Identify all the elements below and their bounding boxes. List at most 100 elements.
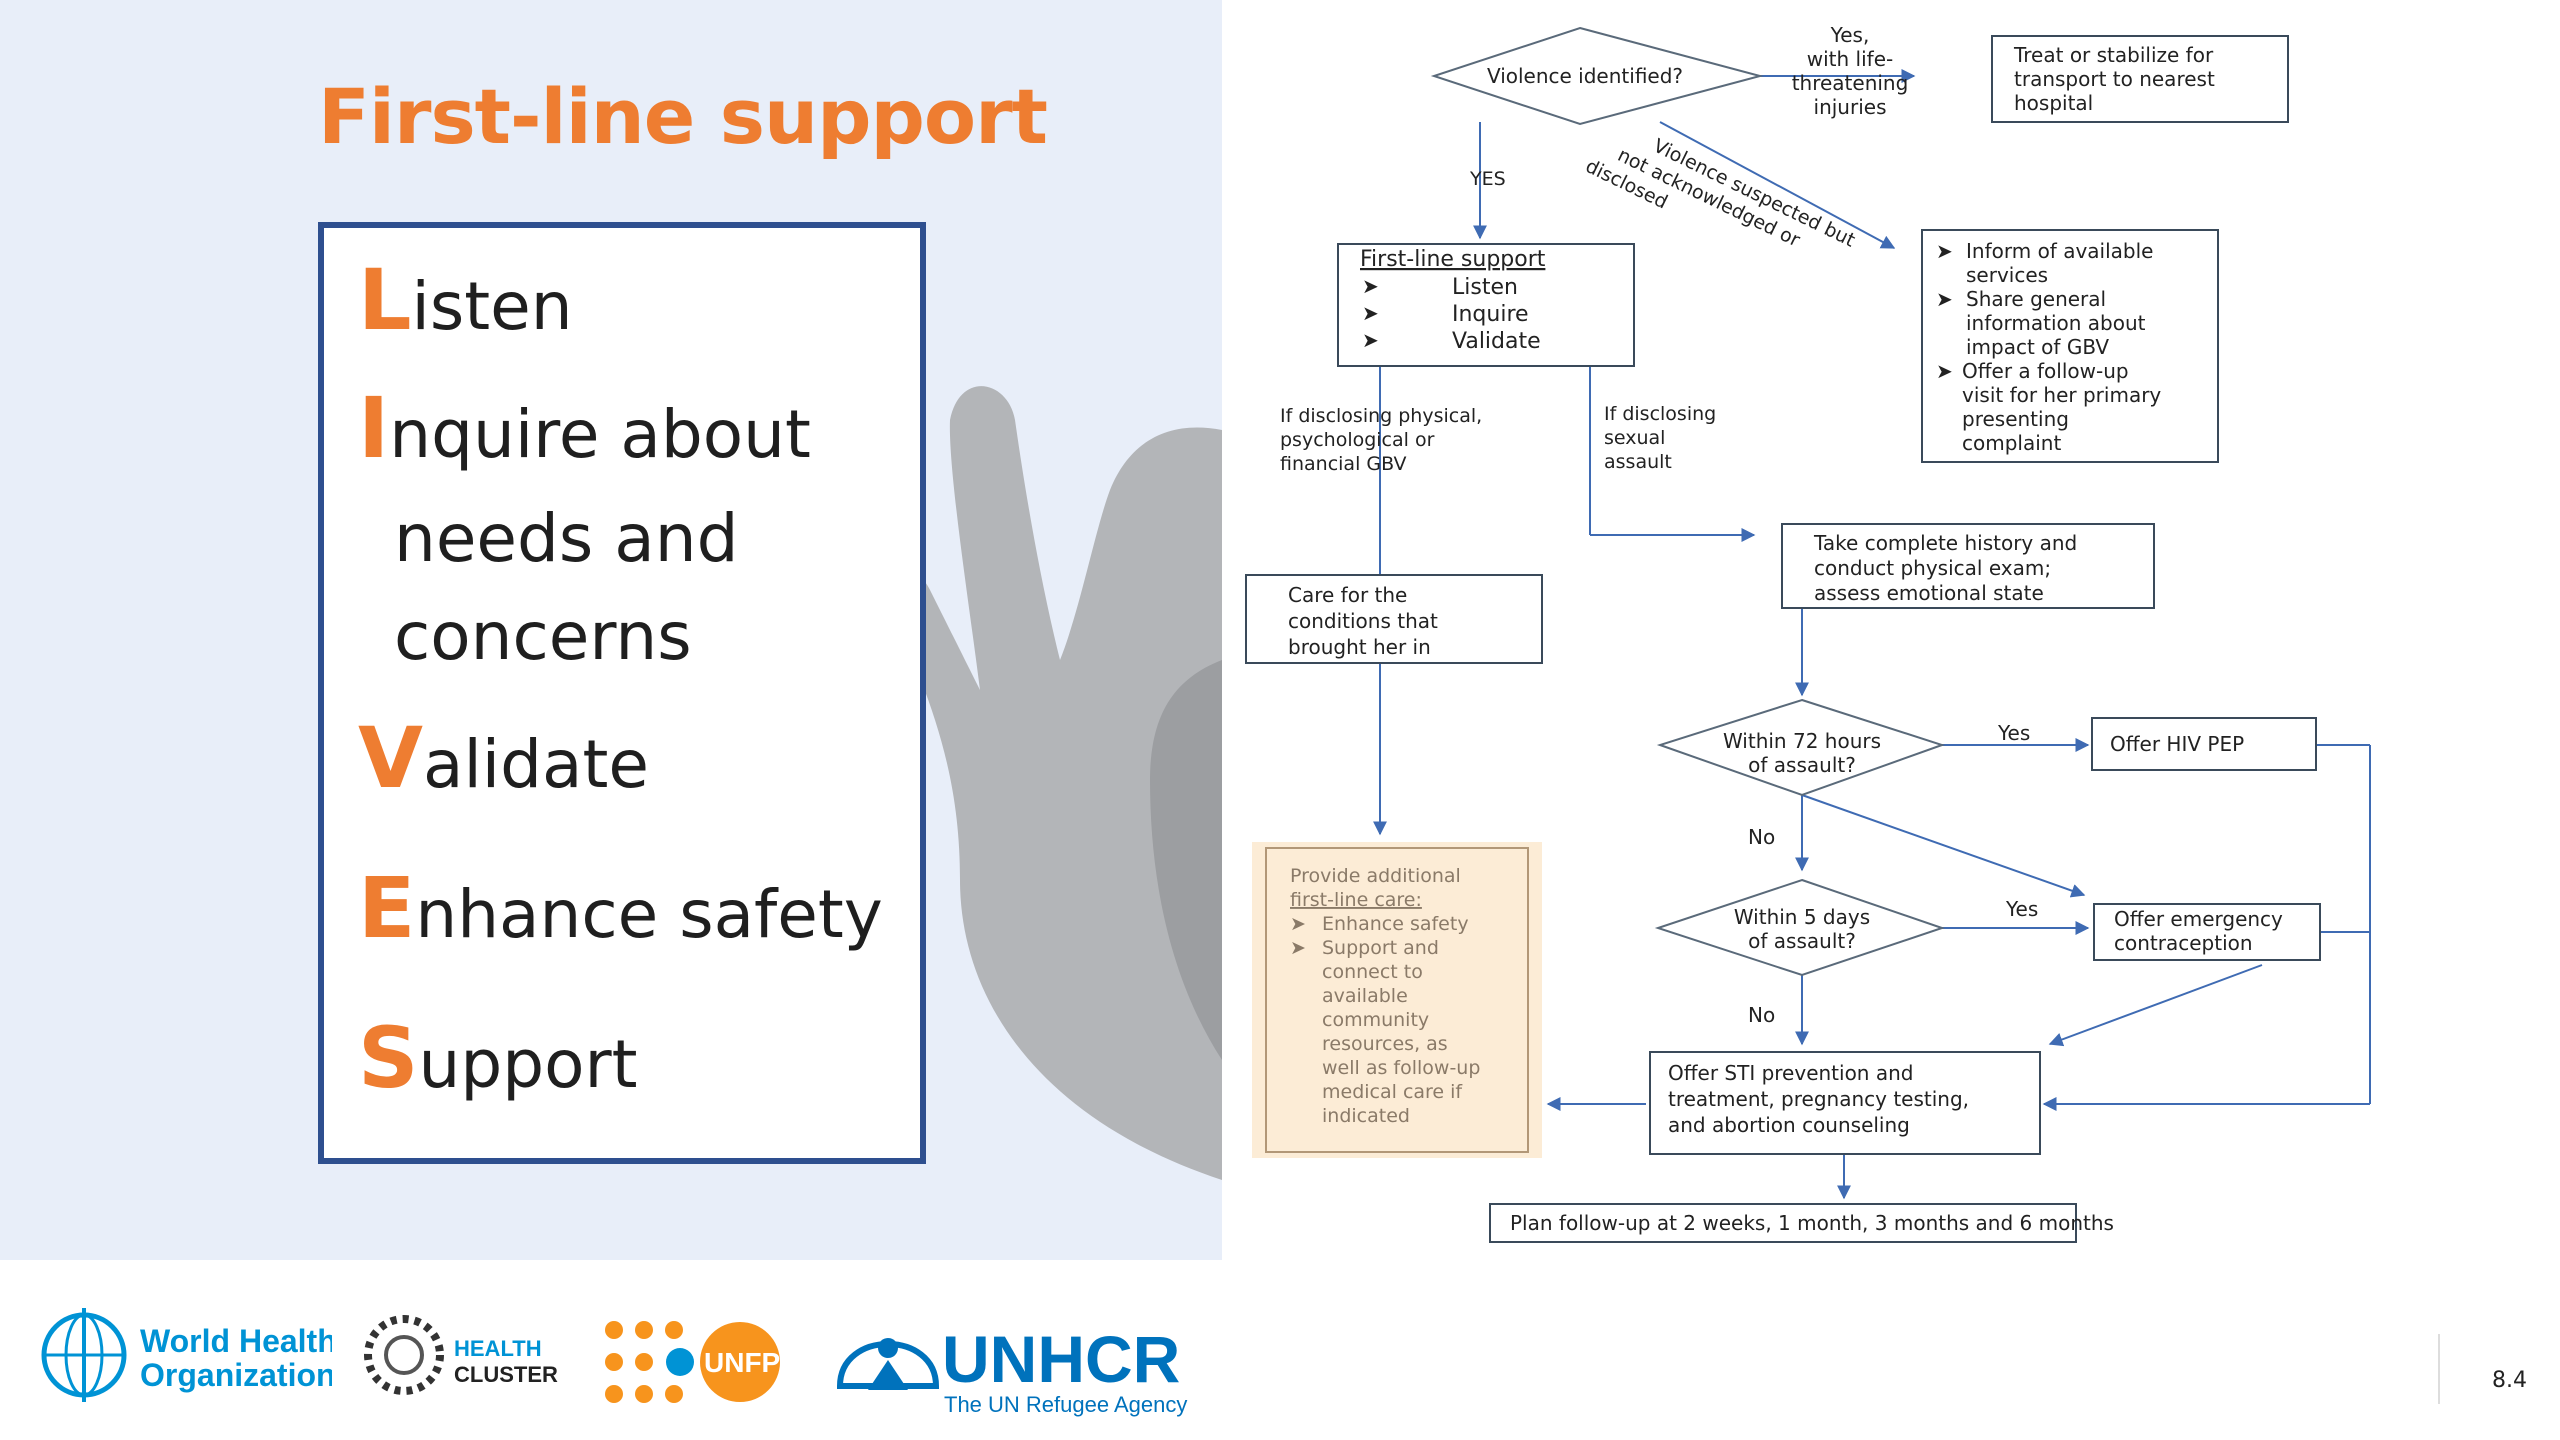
svg-text:available: available <box>1322 985 1408 1007</box>
lives-word: nquire about <box>389 396 811 473</box>
lives-letter: S <box>358 1009 419 1107</box>
lives-letter: V <box>358 709 423 807</box>
svg-text:➤: ➤ <box>1362 328 1379 352</box>
sti-prevention-box: Offer STI prevention and treatment, preg… <box>1650 1052 2040 1154</box>
svg-text:treatment, pregnancy testing,: treatment, pregnancy testing, <box>1668 1087 1969 1111</box>
svg-text:➤: ➤ <box>1936 287 1953 311</box>
lives-line-validate: Validate <box>358 716 649 800</box>
disclosing-sexual-label: If disclosing sexual assault <box>1604 403 1716 473</box>
svg-text:➤: ➤ <box>1362 274 1379 298</box>
svg-text:community: community <box>1322 1009 1429 1031</box>
svg-text:Offer emergency: Offer emergency <box>2114 907 2283 931</box>
page-divider <box>2438 1334 2440 1404</box>
svg-text:World Health: World Health <box>140 1323 332 1359</box>
svg-text:Within 5 days: Within 5 days <box>1734 905 1870 929</box>
svg-text:sexual: sexual <box>1604 427 1665 449</box>
svg-text:Offer STI prevention and: Offer STI prevention and <box>1668 1061 1913 1085</box>
no-72-label: No <box>1748 825 1775 849</box>
svg-text:assess emotional state: assess emotional state <box>1814 581 2044 605</box>
svg-text:The UN Refugee Agency: The UN Refugee Agency <box>944 1392 1187 1417</box>
treat-stabilize-box: Treat or stabilize for transport to near… <box>1992 36 2288 122</box>
svg-text:conditions that: conditions that <box>1288 609 1438 633</box>
svg-text:Support and: Support and <box>1322 937 1439 959</box>
hiv-pep-box: Offer HIV PEP <box>2092 718 2316 770</box>
yes-72-label: Yes <box>1997 721 2030 745</box>
history-exam-box: Take complete history and conduct physic… <box>1782 524 2154 608</box>
svg-text:Share general: Share general <box>1966 287 2106 311</box>
svg-text:If disclosing physical,: If disclosing physical, <box>1280 405 1482 427</box>
svg-text:Organization: Organization <box>140 1357 332 1393</box>
svg-text:Within 72 hours: Within 72 hours <box>1723 729 1881 753</box>
lives-line-listen: Listen <box>358 258 573 342</box>
svg-text:Care for the: Care for the <box>1288 583 1407 607</box>
svg-text:of assault?: of assault? <box>1748 753 1856 777</box>
svg-text:services: services <box>1966 263 2048 287</box>
flowchart: Violence identified? Yes, with life- thr… <box>1222 0 2422 1260</box>
svg-text:Plan follow-up at 2 weeks, 1 m: Plan follow-up at 2 weeks, 1 month, 3 mo… <box>1510 1211 2114 1235</box>
decision-text: Violence identified? <box>1487 64 1683 88</box>
no-5-label: No <box>1748 1003 1775 1027</box>
svg-text:brought her in: brought her in <box>1288 635 1431 659</box>
svg-text:threatening: threatening <box>1792 71 1909 95</box>
lives-word: alidate <box>423 726 649 803</box>
svg-text:First-line support: First-line support <box>1360 247 1546 272</box>
svg-text:➤: ➤ <box>1290 913 1306 935</box>
lives-word: isten <box>412 268 573 345</box>
lives-continuation: needs and <box>394 506 738 572</box>
svg-text:➤: ➤ <box>1936 359 1953 383</box>
svg-text:UNFPA: UNFPA <box>704 1347 798 1378</box>
unfpa-logo: UNFPA <box>600 1290 800 1420</box>
violence-identified-decision: Violence identified? <box>1434 28 1760 124</box>
svg-text:transport to nearest: transport to nearest <box>2014 67 2215 91</box>
lives-word: upport <box>419 1026 638 1103</box>
svg-text:CLUSTER: CLUSTER <box>454 1362 558 1387</box>
unhcr-logo: UNHCR The UN Refugee Agency <box>828 1290 1208 1420</box>
svg-text:visit for her primary: visit for her primary <box>1962 383 2161 407</box>
lives-continuation: concerns <box>394 604 692 670</box>
left-panel: First-line support Listen Inquire about … <box>0 0 1222 1260</box>
lives-letter: L <box>358 251 412 349</box>
care-conditions-box: Care for the conditions that brought her… <box>1246 575 1542 663</box>
svg-text:Provide additional: Provide additional <box>1290 865 1461 887</box>
svg-text:medical care if: medical care if <box>1322 1081 1463 1103</box>
svg-text:➤: ➤ <box>1936 239 1953 263</box>
svg-text:financial GBV: financial GBV <box>1280 453 1407 475</box>
svg-text:psychological or: psychological or <box>1280 429 1435 451</box>
follow-up-plan-box: Plan follow-up at 2 weeks, 1 month, 3 mo… <box>1490 1204 2114 1242</box>
page-number: 8.4 <box>2492 1368 2527 1393</box>
footer-logos: World Health Organization HEALTH CLUSTER… <box>0 1260 2560 1440</box>
svg-text:Offer HIV PEP: Offer HIV PEP <box>2110 732 2244 756</box>
who-logo: World Health Organization <box>32 1290 332 1420</box>
slide-title: First-line support <box>318 72 1047 161</box>
svg-text:presenting: presenting <box>1962 407 2069 431</box>
svg-text:connect to: connect to <box>1322 961 1423 983</box>
lives-letter: E <box>358 859 415 957</box>
svg-text:Offer a follow-up: Offer a follow-up <box>1962 359 2129 383</box>
additional-first-line-care-box: Provide additional first-line care: ➤ En… <box>1252 842 1542 1158</box>
svg-text:and abortion counseling: and abortion counseling <box>1668 1113 1910 1137</box>
lives-line-inquire: Inquire about <box>358 386 811 470</box>
svg-text:➤: ➤ <box>1362 301 1379 325</box>
svg-text:Inquire: Inquire <box>1452 302 1529 327</box>
lives-box: Listen Inquire about needs and concerns … <box>318 222 926 1164</box>
first-line-support-box: First-line support ➤ Listen ➤ Inquire ➤ … <box>1338 244 1634 366</box>
within-5-days-decision: Within 5 days of assault? <box>1658 880 1942 975</box>
svg-text:indicated: indicated <box>1322 1105 1410 1127</box>
health-cluster-logo: HEALTH CLUSTER <box>358 1290 558 1420</box>
lives-line-enhance: Enhance safety <box>358 866 883 950</box>
yes-label: YES <box>1469 168 1506 190</box>
svg-text:with life-: with life- <box>1807 47 1893 71</box>
svg-text:Take complete history and: Take complete history and <box>1813 531 2077 555</box>
svg-text:Listen: Listen <box>1452 275 1518 300</box>
svg-text:well as follow-up: well as follow-up <box>1322 1057 1480 1079</box>
svg-text:complaint: complaint <box>1962 431 2061 455</box>
svg-text:HEALTH: HEALTH <box>454 1336 542 1361</box>
lives-letter: I <box>358 379 389 477</box>
within-72-hours-decision: Within 72 hours of assault? <box>1660 700 1942 795</box>
svg-text:of assault?: of assault? <box>1748 929 1856 953</box>
yes-life-threatening-label: Yes, with life- threatening injuries <box>1792 23 1909 119</box>
inform-services-box: ➤ Inform of available services ➤ Share g… <box>1922 230 2218 462</box>
lives-line-support: Support <box>358 1016 638 1100</box>
svg-text:UNHCR: UNHCR <box>942 1322 1180 1396</box>
hands-graphic <box>920 360 1222 1260</box>
